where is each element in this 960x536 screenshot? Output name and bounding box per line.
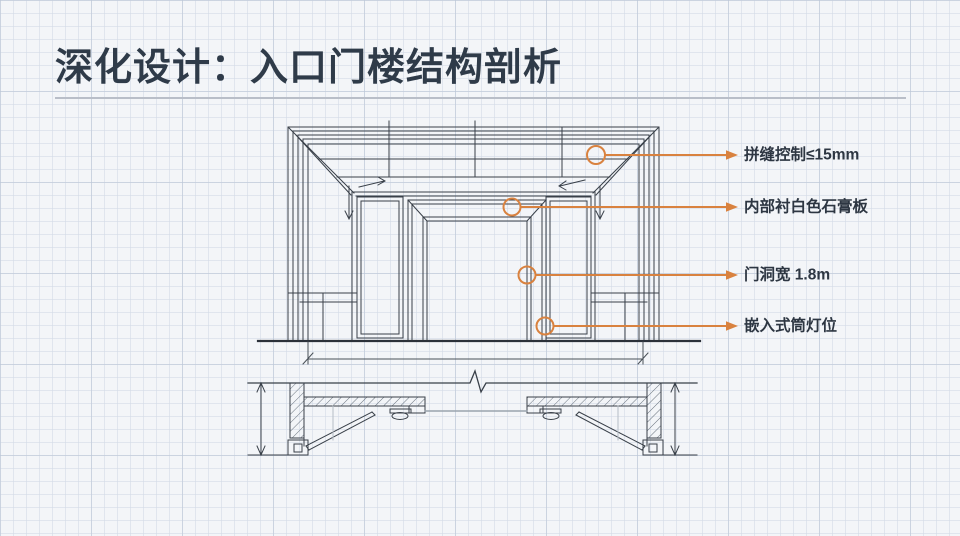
section-drawing (247, 369, 698, 457)
base-skirting (287, 292, 660, 342)
callout-door-width: 门洞宽 1.8m (517, 265, 830, 285)
elevation-drawing (256, 120, 702, 365)
annotation-label: 拼缝控制≤15mm (744, 145, 859, 164)
elevation-dimension (302, 341, 649, 365)
annotation-label: 嵌入式筒灯位 (744, 316, 838, 335)
section-wall-right (642, 382, 664, 456)
side-panels (356, 196, 592, 339)
door-opening (407, 199, 547, 342)
callout-gypsum-lining: 内部衬白色石膏板 (502, 197, 869, 217)
callout-annotations: 拼缝控制≤15mm 内部衬白色石膏板 门洞宽 1.8m 嵌入式筒灯位 (502, 145, 869, 336)
callout-marker (535, 316, 555, 336)
leader-arrow-icon (726, 202, 738, 212)
downlight-left (389, 408, 412, 420)
gypsum-board-right (526, 396, 648, 414)
leader-arrow-icon (726, 150, 738, 160)
angled-reveal-left (305, 405, 376, 451)
callout-marker (502, 197, 522, 217)
annotation-label: 内部衬白色石膏板 (744, 197, 869, 216)
title-divider (55, 97, 906, 99)
reveal-miter-lines (288, 127, 659, 196)
panel-direction-arrows (344, 176, 605, 221)
angled-reveal-right (575, 405, 646, 451)
soffit-lines (351, 191, 596, 342)
gypsum-board-left (303, 396, 426, 414)
callout-downlight-position: 嵌入式筒灯位 (535, 316, 838, 336)
callout-seam-control: 拼缝控制≤15mm (586, 145, 859, 165)
downlight-right (539, 408, 562, 420)
leader-arrow-icon (726, 270, 738, 280)
section-dimension-left (247, 381, 294, 457)
portal-outer-frame (287, 126, 660, 342)
leader-arrow-icon (726, 321, 738, 331)
annotation-label: 门洞宽 1.8m (744, 265, 830, 284)
callout-marker (586, 145, 606, 165)
section-dimension-right (658, 381, 698, 457)
section-datum-line (247, 369, 698, 394)
fascia-band (318, 120, 629, 178)
section-wall-left (287, 382, 309, 456)
page-title: 深化设计：入口门楼结构剖析 (55, 47, 563, 89)
